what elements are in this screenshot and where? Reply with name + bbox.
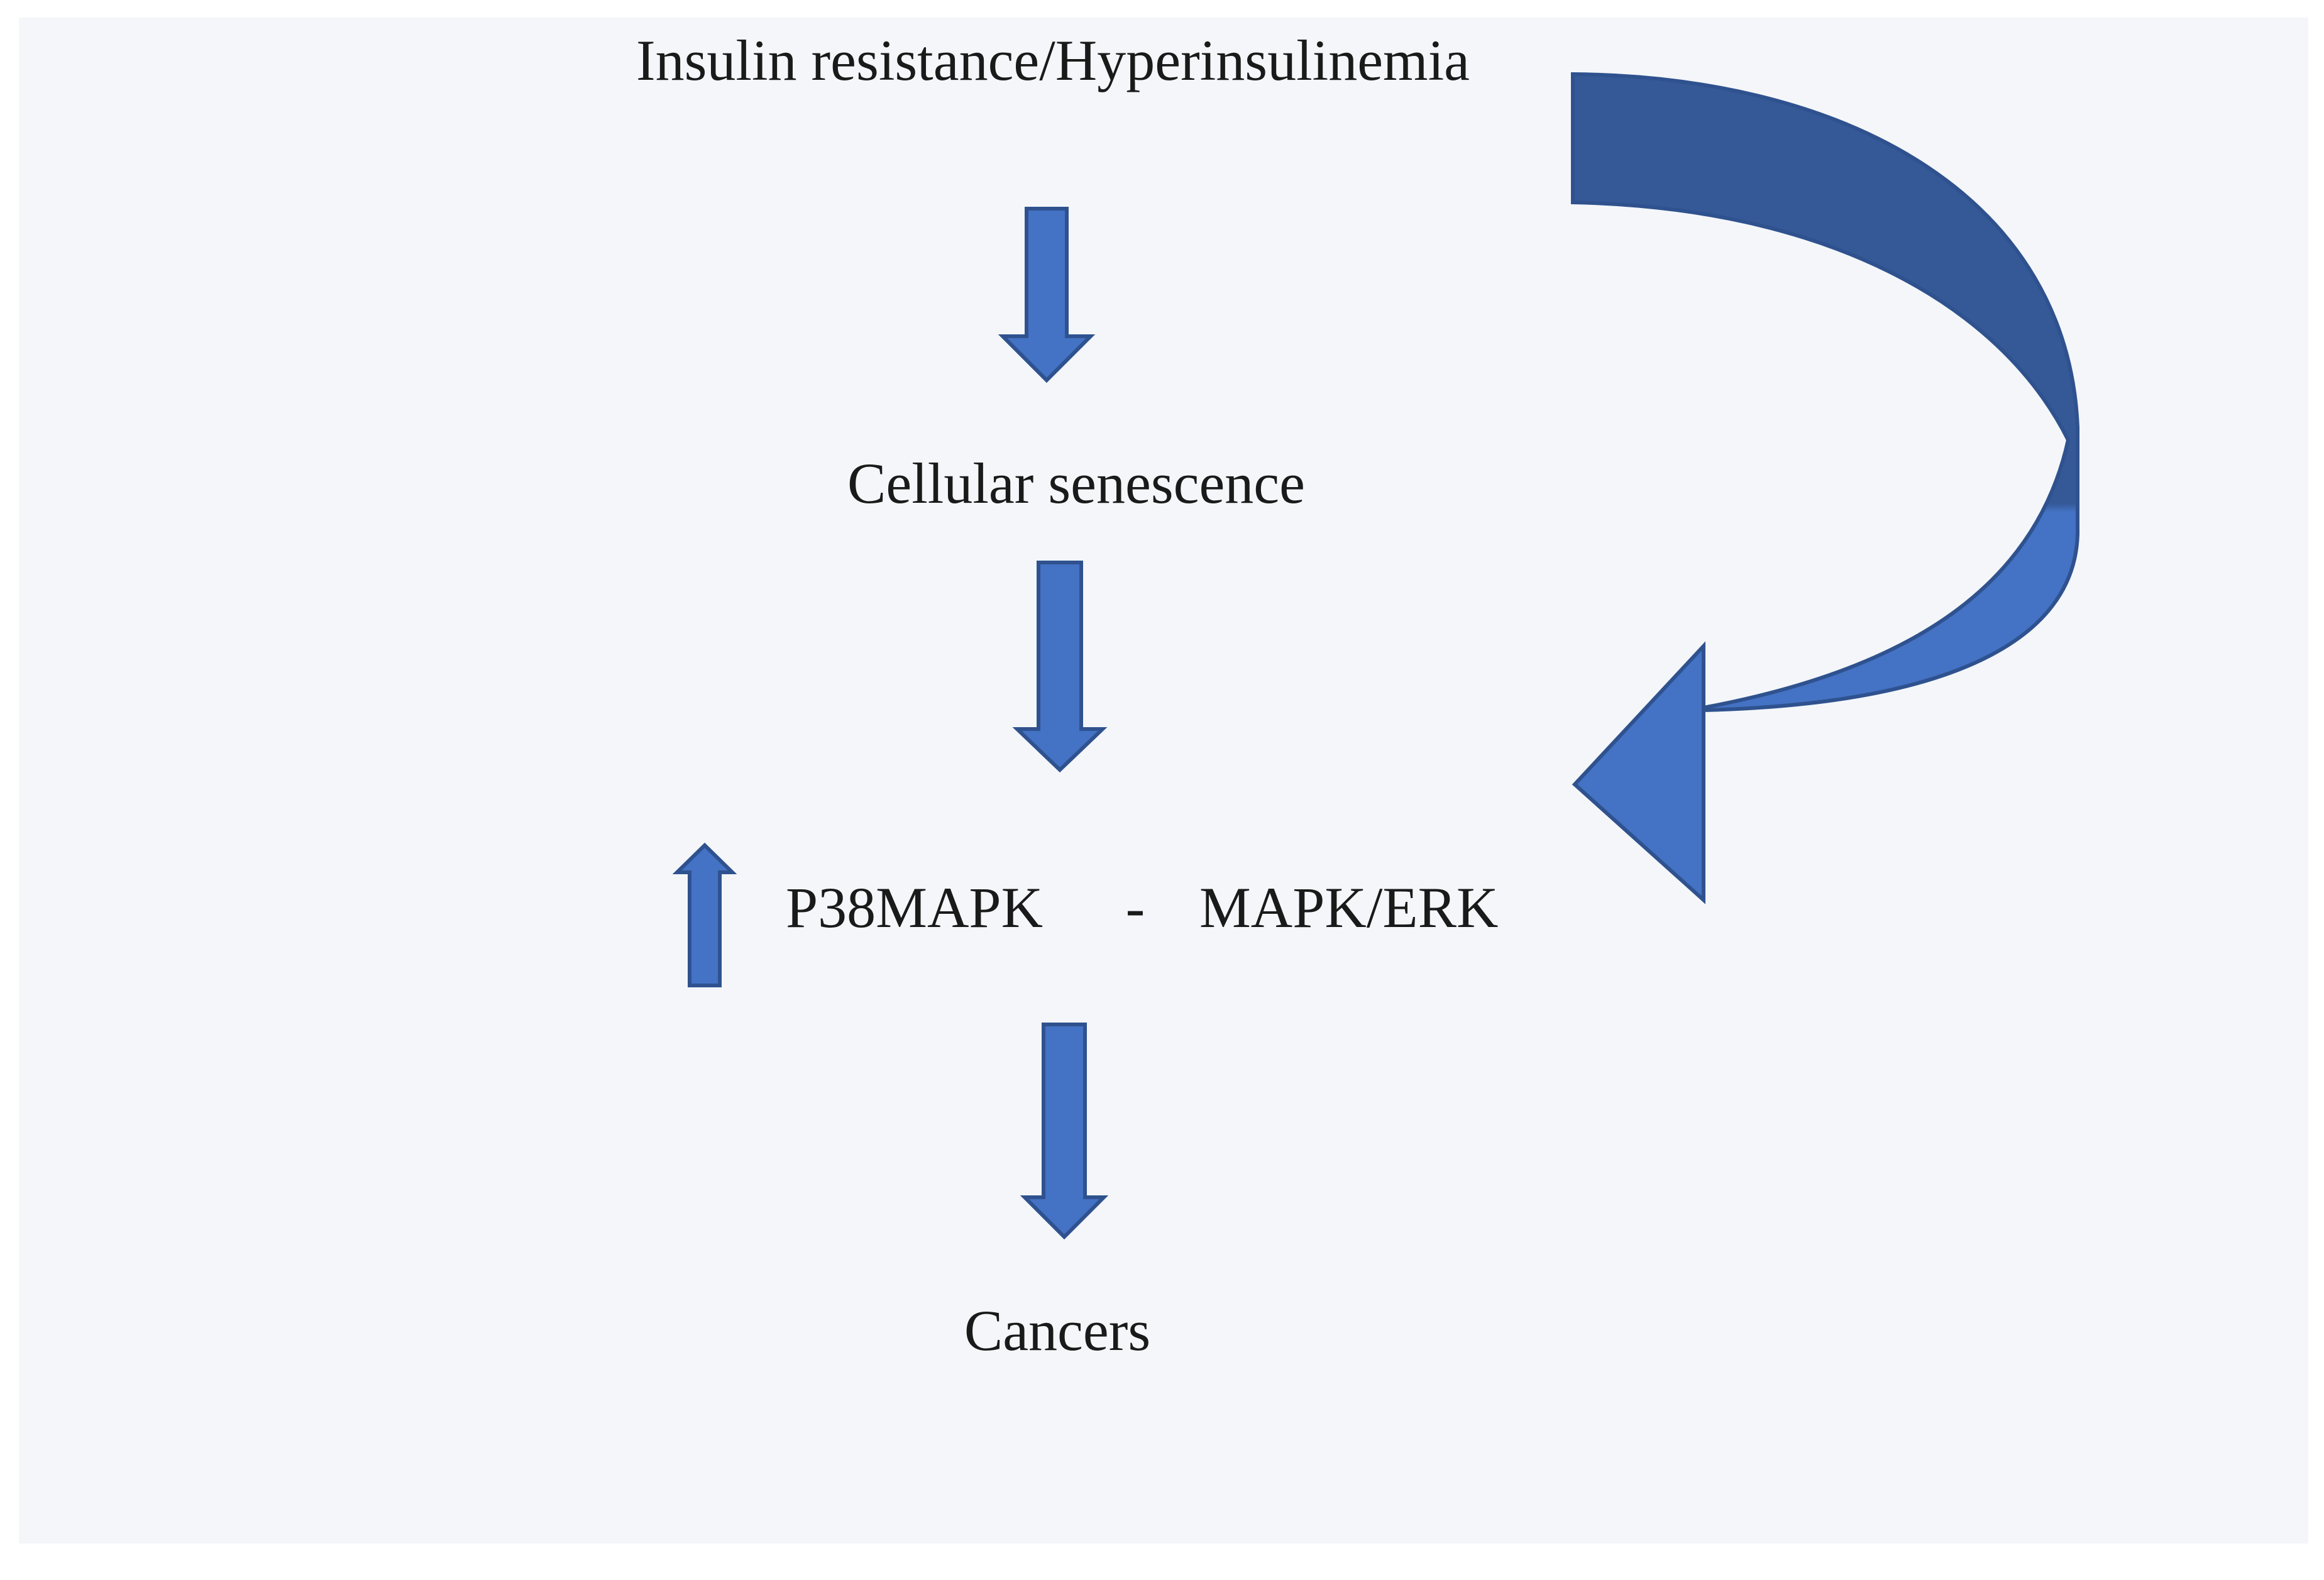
up-arrow-icon <box>672 842 737 987</box>
node-cellular-senescence: Cellular senescence <box>847 451 1305 515</box>
arrow-p38-to-cancers <box>1020 1023 1109 1240</box>
arrow-senescence-to-p38 <box>1012 561 1108 773</box>
node-separator: - <box>1126 875 1145 940</box>
node-insulin-resistance: Insulin resistance/Hyperinsulinemia <box>636 28 1470 92</box>
node-p38mapk: P38MAPK <box>786 875 1043 940</box>
arrow-insulin-to-senescence <box>998 207 1096 383</box>
curved-arrow-insulin-to-mapk <box>1571 72 2079 904</box>
node-cancers: Cancers <box>964 1298 1150 1363</box>
node-mapk-erk: MAPK/ERK <box>1199 875 1498 940</box>
